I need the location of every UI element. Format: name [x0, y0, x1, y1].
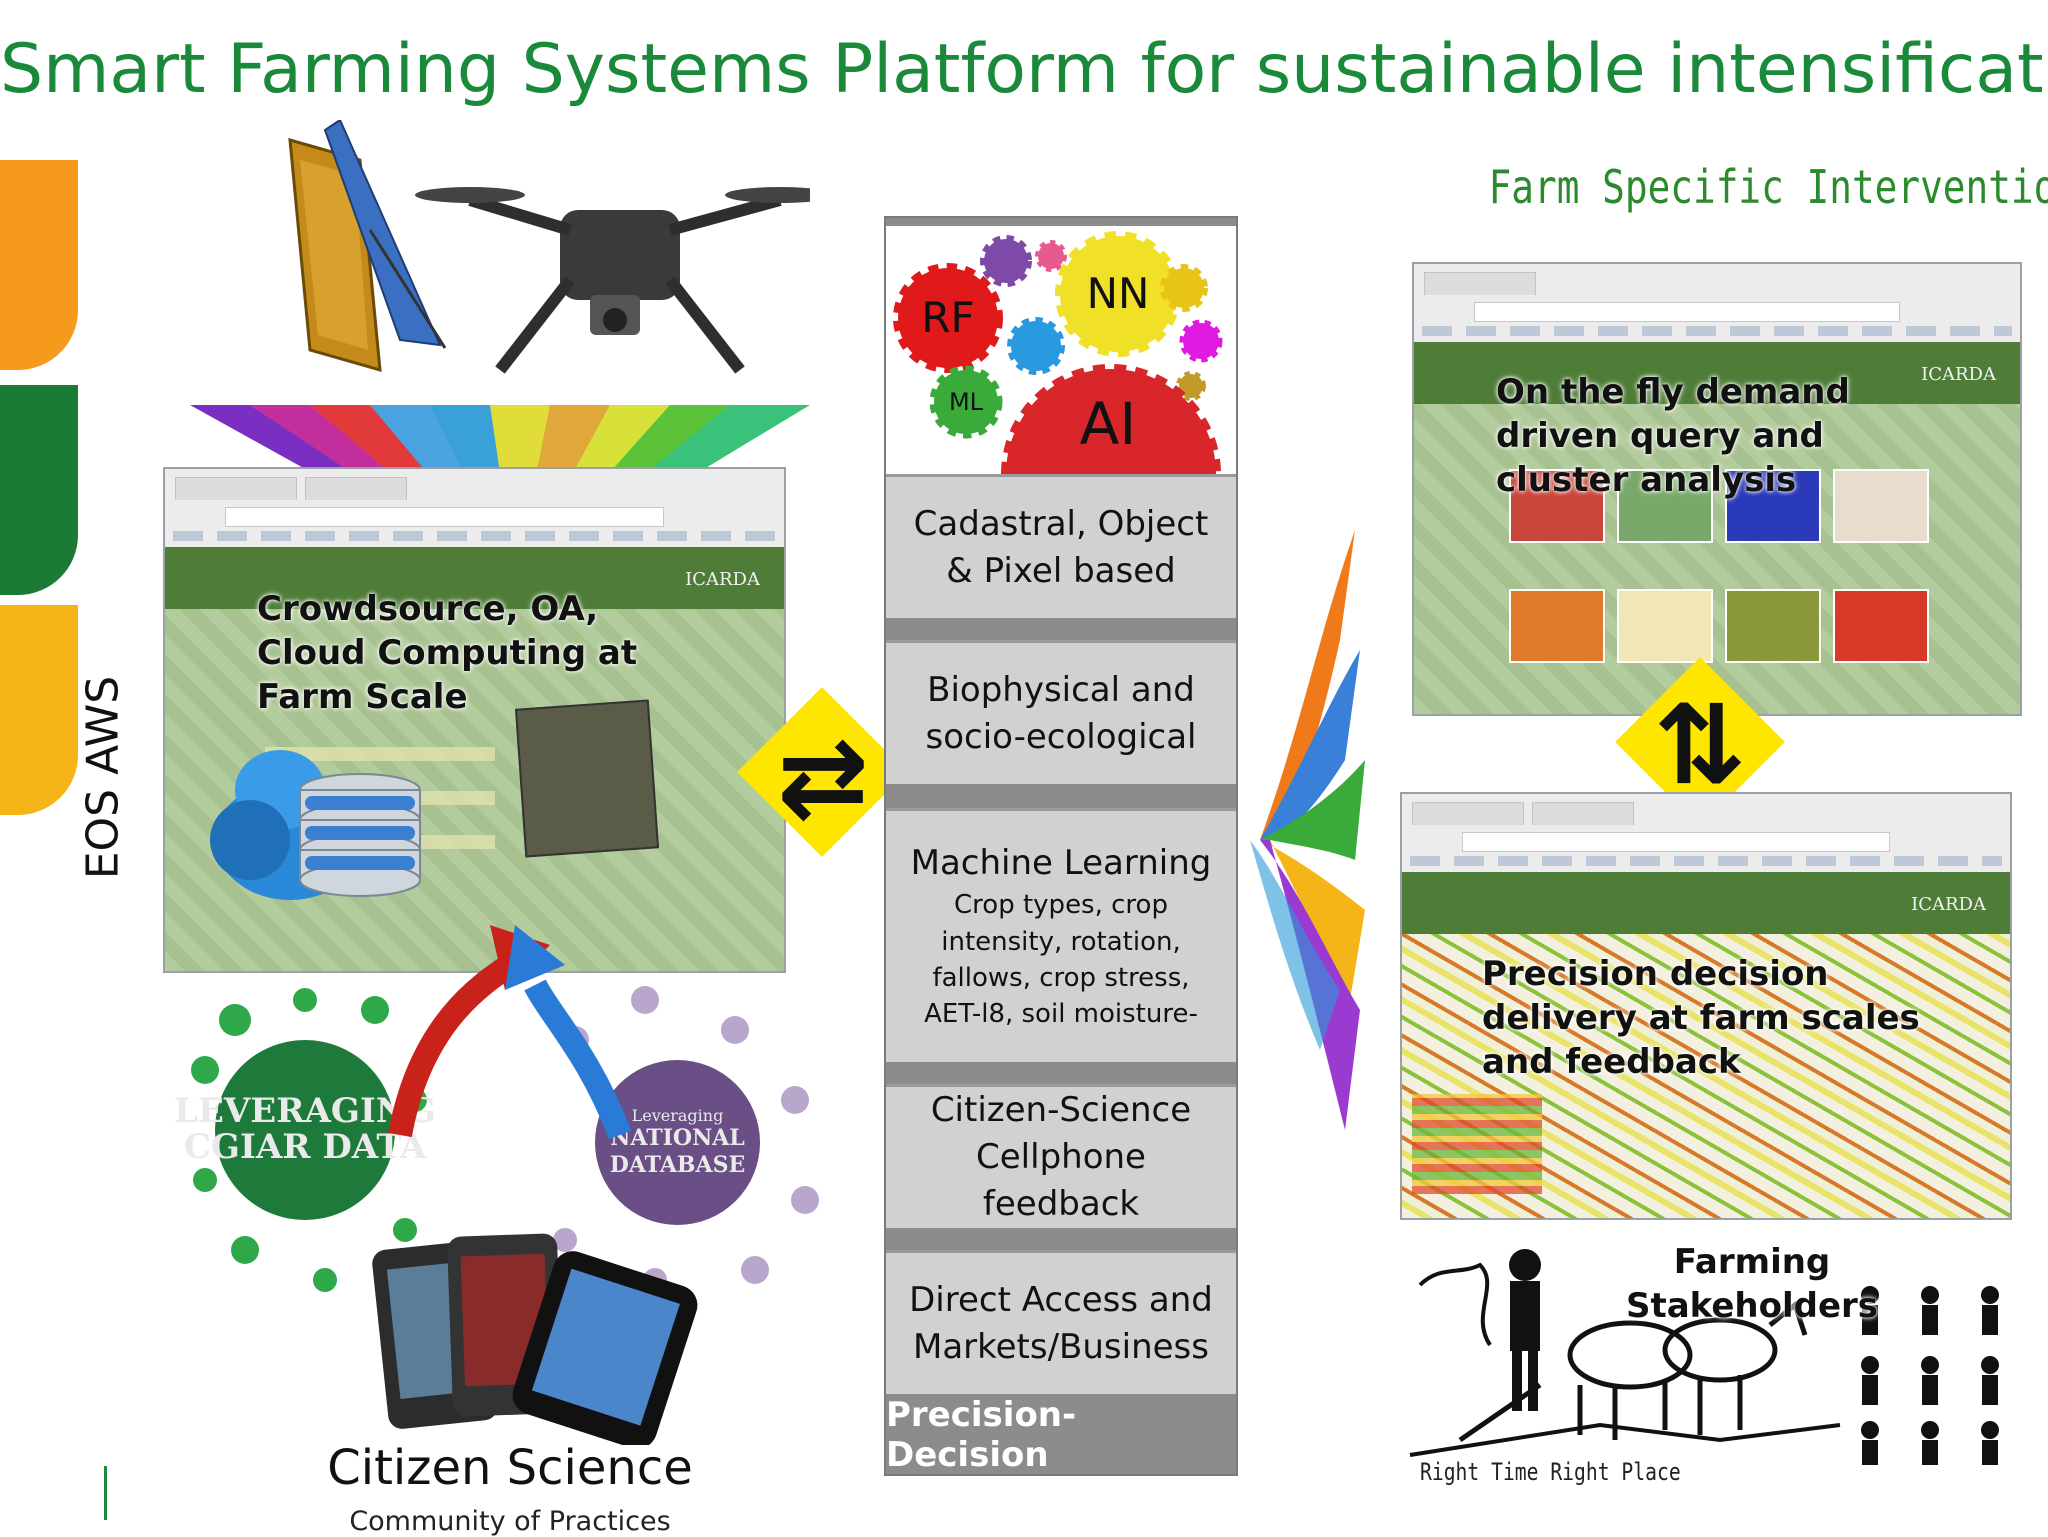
brand-bar-yellow	[0, 605, 78, 815]
crowdsource-label: Crowdsource, OA, Cloud Computing at Farm…	[257, 589, 638, 718]
center-box-main: Cadastral, Object & Pixel based	[913, 503, 1209, 591]
center-box-sub: Crop types, crop intensity, rotation, fa…	[924, 890, 1198, 1030]
icarda-logo: ICARDA	[685, 569, 760, 590]
small-gear-purple-icon	[980, 235, 1032, 287]
map-thumbnail	[1617, 589, 1713, 663]
national-database-top: Leveraging	[631, 1105, 724, 1125]
center-box-main: Direct Access and Markets/Business	[909, 1279, 1213, 1367]
map-thumbnail	[1509, 469, 1605, 543]
browser-chrome	[1414, 264, 2020, 343]
right-time-right-place-caption: Right Time Right Place	[1420, 1458, 1681, 1486]
center-box-direct-access: Direct Access and Markets/Business	[886, 1250, 1236, 1394]
center-box-main: Biophysical and socio-ecological	[925, 669, 1197, 757]
slide-divider	[104, 1466, 107, 1520]
gear-label-nn: NN	[1087, 269, 1150, 318]
oxen-icon	[1458, 1300, 1808, 1443]
map-thumbnail	[1509, 589, 1605, 663]
satellite-drone-illustration	[288, 120, 810, 374]
center-box-machine-learning: Machine Learning Crop types, crop intens…	[886, 808, 1236, 1062]
site-banner: ICARDA	[1402, 872, 2010, 934]
site-banner: ICARDA	[1414, 342, 2020, 404]
center-box-citizen-science: Citizen-Science Cellphone feedback	[886, 1084, 1236, 1228]
citizen-science-subtitle: Community of Practices	[349, 1506, 671, 1537]
cluster-analysis-screenshot: ICARDA On the fly demand driven query an…	[1412, 262, 2022, 716]
icarda-logo: ICARDA	[1911, 894, 1986, 915]
precision-decision-label: Precision-Decision	[886, 1395, 1077, 1475]
cluster-analysis-label: On the fly demand driven query and clust…	[1496, 372, 1850, 501]
national-database-badge: Leveraging NATIONAL DATABASE	[595, 1060, 760, 1225]
farmer-icon	[1509, 1249, 1541, 1411]
site-banner: ICARDA	[165, 547, 784, 609]
center-box-cadastral: Cadastral, Object & Pixel based	[886, 474, 1236, 618]
center-box-main: Citizen-Science Cellphone feedback	[930, 1090, 1192, 1224]
farm-specific-interventions-header: Farm Specific Interventions	[1488, 160, 2048, 214]
center-box-main: Machine Learning	[910, 843, 1212, 884]
farming-stakeholders-illustration	[1409, 1249, 1999, 1465]
gear-label-ai: AI	[1080, 390, 1137, 458]
map-thumbnail	[1725, 469, 1821, 543]
ai-gear-icon	[1000, 364, 1222, 474]
decision-fan-ribbons	[1250, 530, 1365, 1130]
smartphones-icon	[372, 1233, 698, 1445]
page-title: Smart Farming Systems Platform for susta…	[0, 30, 2048, 109]
map-thumbnail	[1833, 589, 1929, 663]
small-gear-olive-icon	[1176, 371, 1206, 401]
brand-bar-green	[0, 385, 78, 595]
gear-label-ml: ML	[949, 388, 984, 416]
precision-delivery-label: Precision decision delivery at farm scal…	[1482, 954, 1920, 1083]
national-database-text: NATIONAL DATABASE	[609, 1124, 746, 1179]
cloud-database-icon	[210, 750, 421, 900]
browser-chrome	[1402, 794, 2010, 873]
center-box-biophysical: Biophysical and socio-ecological	[886, 640, 1236, 784]
citizen-science-title: Citizen Science	[327, 1440, 693, 1496]
small-gear-magenta-icon	[1179, 319, 1223, 363]
workers-icon	[1861, 1286, 1999, 1465]
icarda-logo: ICARDA	[1921, 364, 1996, 385]
cgiar-data-badge: LEVERAGING CGIAR DATA	[174, 1040, 436, 1220]
rf-gear-icon	[893, 263, 1003, 373]
ai-gears-graphic: RF NN ML AI	[886, 226, 1236, 474]
browser-chrome	[165, 469, 784, 548]
ml-gear-icon	[929, 365, 1003, 439]
satellite-image-thumbnail	[514, 699, 660, 858]
eos-aws-label: EOS AWS	[77, 675, 129, 880]
exchange-arrows-icon: ⇄	[776, 713, 870, 841]
map-thumbnail	[1725, 589, 1821, 663]
drone-icon	[415, 187, 810, 374]
gear-label-rf: RF	[921, 293, 974, 342]
small-gear-yellow-icon	[1160, 264, 1208, 312]
map-legend	[1412, 1094, 1542, 1194]
precision-delivery-screenshot: ICARDA Precision decision delivery at fa…	[1400, 792, 2012, 1220]
farming-stakeholders-title: Farming Stakeholders	[1625, 1242, 1879, 1327]
upload-arrows	[388, 925, 632, 1140]
small-gear-pink-icon	[1035, 240, 1067, 272]
map-thumbnail	[1617, 469, 1713, 543]
small-gear-blue-icon	[1007, 317, 1065, 375]
map-thumbnail	[1833, 469, 1929, 543]
up-down-arrows-icon: ⇅	[1653, 681, 1747, 809]
satellite-icon	[288, 120, 447, 373]
brand-bar-orange	[0, 160, 78, 370]
